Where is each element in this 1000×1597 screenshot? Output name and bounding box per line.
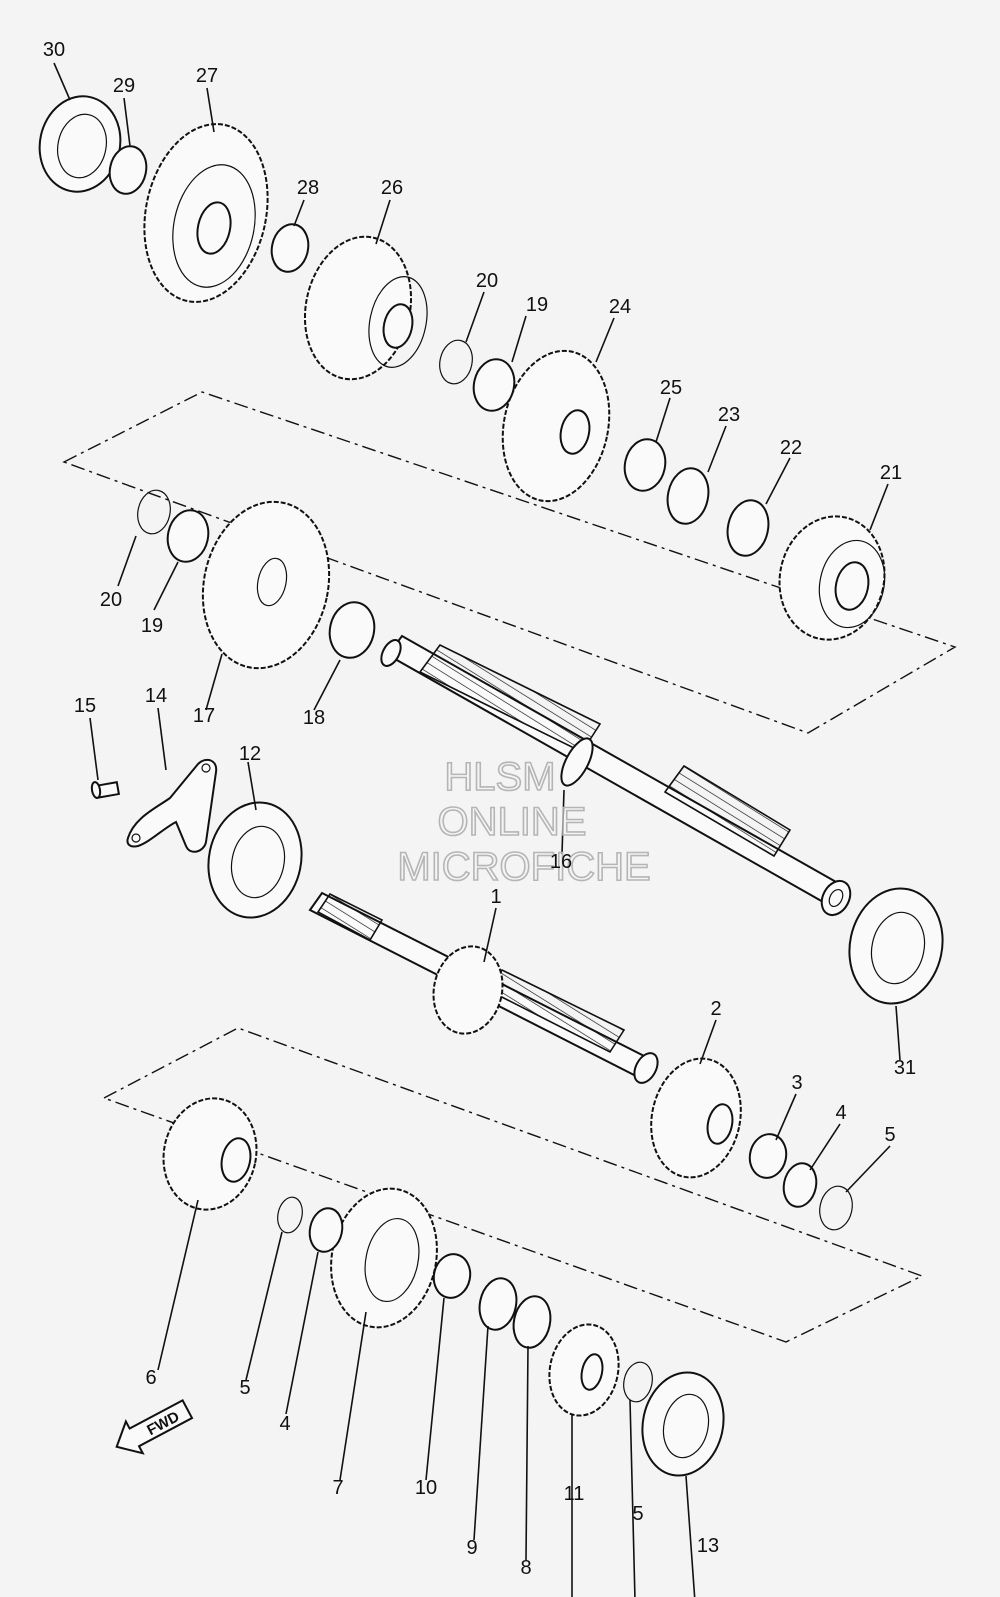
callout-19-upper: 19 — [526, 294, 548, 316]
callout-15: 15 — [74, 695, 96, 717]
circlip-20-lower — [137, 489, 171, 535]
gear-2 — [650, 1057, 742, 1179]
washer-8 — [512, 1295, 552, 1349]
washer-22 — [726, 499, 770, 557]
watermark-line-1: HLSM — [444, 755, 555, 799]
callout-11: 11 — [564, 1483, 585, 1505]
washer-19-upper — [472, 358, 516, 412]
callout-18: 18 — [303, 707, 325, 729]
callout-numbers: 30 29 27 28 26 20 19 24 25 23 22 21 20 1… — [43, 39, 916, 1579]
fwd-arrow: FWD — [115, 1399, 194, 1455]
callout-2: 2 — [710, 998, 721, 1020]
bearing-retainer-14 — [126, 758, 218, 853]
bearing-12 — [207, 801, 303, 919]
circlip-20-upper — [439, 339, 473, 385]
callout-5-upper: 5 — [884, 1124, 895, 1146]
callout-26: 26 — [381, 177, 403, 199]
callout-21: 21 — [880, 462, 902, 484]
callout-31: 31 — [894, 1057, 916, 1079]
needle-bearing-3 — [748, 1133, 788, 1179]
callout-14: 14 — [145, 685, 167, 707]
main-axle — [380, 634, 852, 917]
washer-29 — [108, 145, 148, 195]
callout-22: 22 — [780, 437, 802, 459]
callout-25: 25 — [660, 377, 682, 399]
watermark: HLSM ONLINE MICROFICHE — [397, 754, 652, 890]
gear-17 — [201, 500, 331, 670]
callout-20-lower: 20 — [100, 589, 122, 611]
callout-12: 12 — [239, 743, 261, 765]
callout-10: 10 — [415, 1477, 437, 1499]
callout-8: 8 — [520, 1557, 531, 1579]
callout-6: 6 — [145, 1367, 156, 1389]
circlip-5-middle — [277, 1196, 303, 1234]
callout-13: 13 — [697, 1535, 719, 1557]
gear-1-integral — [432, 945, 504, 1035]
callout-4-upper: 4 — [835, 1102, 846, 1124]
callout-16: 16 — [550, 851, 572, 873]
callout-23: 23 — [718, 404, 740, 426]
callout-29: 29 — [113, 75, 135, 97]
washer-4-lower — [308, 1207, 344, 1253]
needle-bearing-10 — [432, 1253, 472, 1299]
washer-9 — [478, 1277, 518, 1331]
leader-lines — [53, 62, 901, 1597]
callout-7: 7 — [332, 1477, 343, 1499]
needle-bearing-25 — [623, 438, 667, 492]
callout-19-lower: 19 — [141, 615, 163, 637]
callout-5-lower: 5 — [632, 1503, 643, 1525]
gear-24 — [501, 349, 611, 503]
callout-27: 27 — [196, 65, 218, 87]
lower-group-outline — [102, 1027, 924, 1343]
circlip-5-lower — [623, 1361, 653, 1403]
callout-4-lower: 4 — [279, 1413, 290, 1435]
callout-1: 1 — [490, 886, 501, 908]
callout-28: 28 — [297, 177, 319, 199]
callout-30: 30 — [43, 39, 65, 61]
gear-11 — [548, 1323, 620, 1417]
callout-5-middle: 5 — [239, 1377, 250, 1399]
watermark-line-2: ONLINE — [438, 800, 587, 844]
circlip-5-upper — [819, 1185, 853, 1231]
gear-6 — [162, 1097, 258, 1211]
callout-24: 24 — [609, 296, 631, 318]
callout-9: 9 — [466, 1537, 477, 1559]
callout-3: 3 — [791, 1072, 802, 1094]
washer-23 — [666, 467, 710, 525]
gear-26 — [303, 235, 428, 381]
washer-19-lower — [166, 509, 210, 563]
washer-4-upper — [782, 1162, 818, 1208]
watermark-line-3: MICROFICHE — [397, 845, 650, 889]
needle-bearing-28 — [270, 223, 310, 273]
gear-21 — [778, 515, 886, 641]
needle-bearing-18 — [328, 601, 376, 659]
screw-15 — [90, 781, 121, 799]
bearing-31 — [848, 887, 944, 1005]
gear-27 — [143, 123, 269, 303]
callout-20-upper: 20 — [476, 270, 498, 292]
upper-group-outline — [62, 391, 957, 734]
gear-7 — [330, 1187, 438, 1329]
callout-17: 17 — [193, 705, 215, 727]
bearing-30 — [38, 95, 122, 193]
bearing-13 — [641, 1371, 725, 1477]
